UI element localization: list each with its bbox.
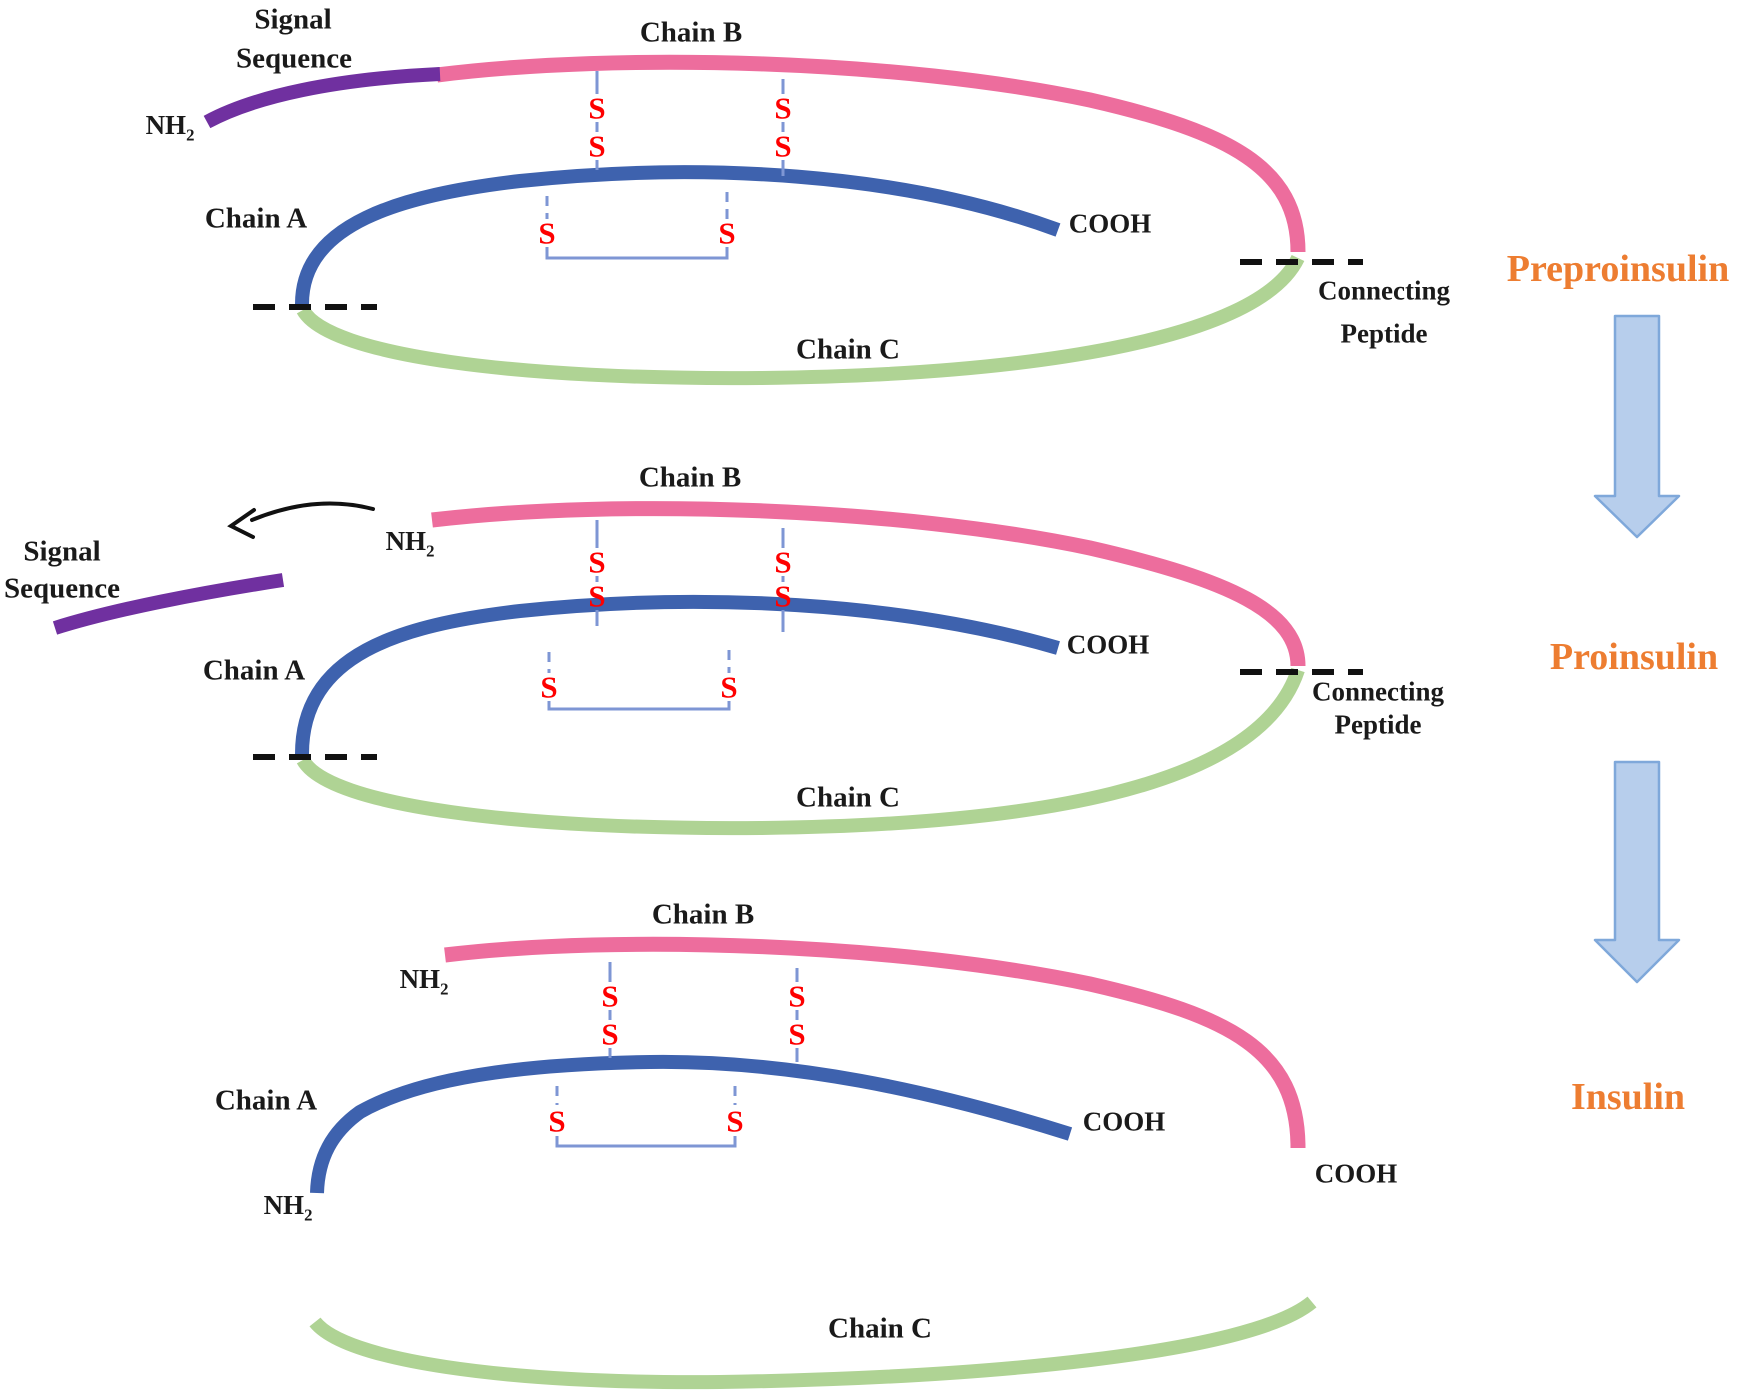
- stage-label-preproinsulin: Preproinsulin: [1506, 248, 1730, 290]
- disulfide-s: S: [548, 1103, 566, 1139]
- cooh-label-3-chain-a: COOH: [1082, 1106, 1166, 1137]
- chain-a-arc-3: [310, 1054, 1073, 1194]
- proinsulin-structure: [52, 501, 1363, 836]
- chain-a-label-2: Chain A: [202, 654, 306, 687]
- signal-removal-arrow: [250, 501, 375, 522]
- disulfide-s: S: [601, 978, 619, 1014]
- chain-b-arc-3: [444, 936, 1306, 1149]
- nh2-label-2: NH2: [385, 525, 435, 561]
- chain-a-label-3: Chain A: [214, 1084, 318, 1117]
- chain-c-arc-3: [309, 1296, 1317, 1390]
- connecting-peptide-label-2-line1: Connecting: [1311, 676, 1445, 707]
- process-arrow-down-1: [1593, 314, 1681, 539]
- cooh-label-2: COOH: [1066, 629, 1150, 660]
- chain-b-label-1: Chain B: [639, 16, 743, 49]
- preproinsulin-structure: [203, 54, 1363, 386]
- signal-sequence-label-2-line2: Sequence: [4, 572, 120, 605]
- signal-sequence-label-line2: Sequence: [236, 42, 352, 75]
- signal-sequence-arc-2: [52, 573, 285, 635]
- chain-c-arc-1: [296, 254, 1305, 386]
- connecting-peptide-label-2-line2: Peptide: [1334, 709, 1422, 740]
- disulfide-s: S: [726, 1103, 744, 1139]
- disulfide-s: S: [588, 578, 606, 614]
- stage-label-insulin: Insulin: [1570, 1076, 1686, 1118]
- disulfide-bonds-3: [555, 962, 799, 1148]
- signal-sequence-label-line1: Signal: [254, 3, 332, 36]
- chain-a-arc-1: [295, 165, 1061, 305]
- disulfide-s: S: [720, 669, 738, 705]
- connecting-peptide-label-1-line1: Connecting: [1317, 275, 1451, 306]
- nh2-label-3-chain-b: NH2: [399, 963, 449, 999]
- disulfide-bonds-1: [545, 71, 785, 260]
- signal-sequence-label-2-line1: Signal: [23, 535, 101, 568]
- disulfide-s: S: [540, 669, 558, 705]
- chain-c-label-3: Chain C: [828, 1312, 932, 1345]
- nh2-label-3-chain-a: NH2: [263, 1189, 313, 1225]
- disulfide-s: S: [588, 544, 606, 580]
- chain-c-arc-2: [296, 667, 1305, 836]
- process-arrow-down-2: [1593, 760, 1681, 984]
- signal-removal-arrowhead: [227, 508, 256, 539]
- chain-b-label-2: Chain B: [638, 461, 742, 494]
- chain-b-arc-2: [431, 501, 1306, 667]
- disulfide-bonds-2: [547, 520, 785, 711]
- disulfide-s: S: [601, 1016, 619, 1052]
- connecting-peptide-label-1-line2: Peptide: [1340, 318, 1428, 349]
- disulfide-s: S: [788, 1016, 806, 1052]
- signal-sequence-arc-1: [203, 67, 441, 129]
- stage-label-proinsulin: Proinsulin: [1549, 636, 1719, 678]
- disulfide-s: S: [538, 215, 556, 251]
- insulin-structure: [309, 936, 1317, 1390]
- disulfide-s: S: [588, 90, 606, 126]
- chain-a-arc-2: [295, 594, 1060, 755]
- chain-c-label-2: Chain C: [796, 781, 900, 814]
- disulfide-s: S: [718, 215, 736, 251]
- chain-c-label-1: Chain C: [796, 333, 900, 366]
- disulfide-s: S: [588, 128, 606, 164]
- disulfide-s: S: [774, 578, 792, 614]
- disulfide-s: S: [774, 128, 792, 164]
- cooh-label-1: COOH: [1068, 208, 1152, 239]
- disulfide-s: S: [774, 544, 792, 580]
- chain-a-label-1: Chain A: [204, 202, 308, 235]
- chain-b-arc-1: [436, 54, 1306, 253]
- chain-b-label-3: Chain B: [651, 898, 755, 931]
- cooh-label-3-chain-b: COOH: [1314, 1158, 1398, 1189]
- disulfide-s: S: [774, 90, 792, 126]
- disulfide-s: S: [788, 978, 806, 1014]
- nh2-label-1: NH2: [145, 109, 195, 145]
